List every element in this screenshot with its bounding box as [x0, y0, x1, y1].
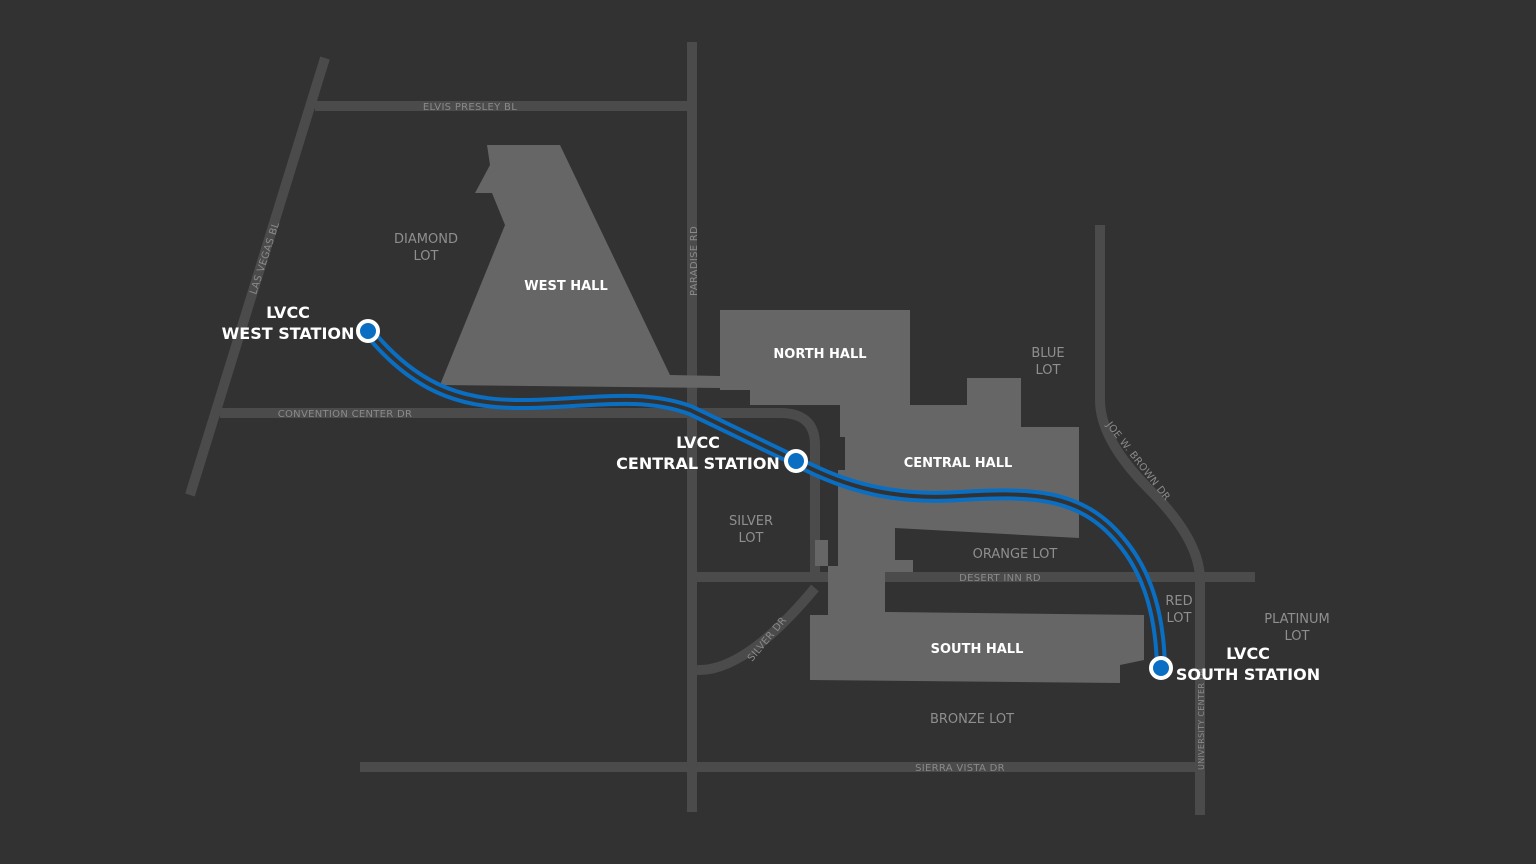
roads: [185, 42, 1255, 815]
hall-west-label: WEST HALL: [524, 279, 607, 294]
route-tunnel-gap: [366, 329, 1163, 669]
hall-labels: WEST HALL NORTH HALL CENTRAL HALL SOUTH …: [524, 279, 1023, 657]
lot-labels: DIAMOND LOT BLUE LOT SILVER LOT ORANGE L…: [394, 232, 1330, 727]
hall-south-label: SOUTH HALL: [931, 642, 1024, 657]
station-west-marker[interactable]: [356, 319, 380, 343]
loop-route: [363, 327, 1167, 669]
label-las-vegas: LAS VEGAS BL: [248, 221, 282, 296]
station-central-line2: CENTRAL STATION: [616, 454, 780, 473]
station-south-line2: SOUTH STATION: [1176, 665, 1320, 684]
lot-platinum-line2: LOT: [1285, 629, 1310, 644]
label-joe-w-brown: JOE W. BROWN DR: [1103, 419, 1172, 503]
west-hall: [440, 145, 720, 388]
lot-blue-line1: BLUE: [1031, 346, 1064, 361]
lot-red-line1: RED: [1165, 594, 1192, 609]
station-central-line1: LVCC: [676, 433, 720, 452]
label-convention-center: CONVENTION CENTER DR: [278, 409, 413, 420]
lot-red-line2: LOT: [1167, 611, 1192, 626]
label-elvis-presley: ELVIS PRESLEY BL: [423, 102, 517, 113]
lot-diamond-line2: LOT: [414, 249, 439, 264]
lot-silver-line2: LOT: [739, 531, 764, 546]
label-university-center: UNIVERSITY CENTER DR: [1197, 667, 1206, 770]
station-central[interactable]: LVCC CENTRAL STATION: [616, 433, 808, 473]
label-sierra-vista: SIERRA VISTA DR: [915, 763, 1005, 774]
north-hall: [720, 310, 910, 405]
lot-bronze: BRONZE LOT: [930, 712, 1014, 727]
lot-diamond-line1: DIAMOND: [394, 232, 458, 247]
south-hall: [810, 580, 1144, 683]
road-convention-center: [220, 408, 820, 578]
station-south-line1: LVCC: [1226, 644, 1270, 663]
station-central-marker[interactable]: [784, 449, 808, 473]
hall-north-label: NORTH HALL: [773, 347, 866, 362]
lot-orange: ORANGE LOT: [973, 547, 1058, 562]
road-las-vegas: [185, 56, 330, 497]
station-south[interactable]: LVCC SOUTH STATION: [1149, 644, 1320, 684]
road-joe-w-brown: [1095, 225, 1205, 581]
lot-silver-line1: SILVER: [729, 514, 773, 529]
station-west[interactable]: LVCC WEST STATION: [222, 303, 380, 343]
station-south-marker[interactable]: [1149, 656, 1173, 680]
label-desert-inn: DESERT INN RD: [959, 573, 1041, 584]
road-silver: [696, 584, 819, 676]
lot-blue-line2: LOT: [1036, 363, 1061, 378]
label-silver-dr: SILVER DR: [746, 615, 789, 664]
hall-central-label: CENTRAL HALL: [904, 456, 1013, 471]
label-paradise: PARADISE RD: [689, 226, 700, 296]
station-west-line1: LVCC: [266, 303, 310, 322]
station-west-line2: WEST STATION: [222, 324, 355, 343]
lot-platinum-line1: PLATINUM: [1264, 612, 1330, 627]
